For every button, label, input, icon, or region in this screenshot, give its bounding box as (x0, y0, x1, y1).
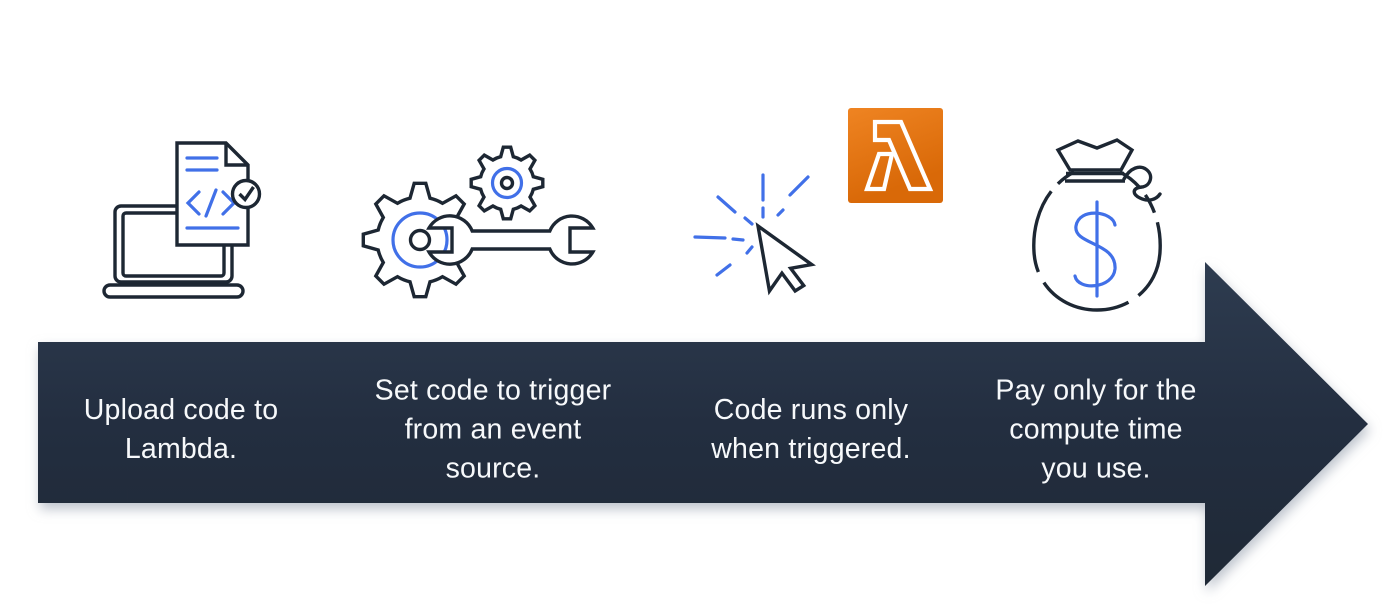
large-gear-icon (361, 181, 479, 299)
bag-ribbon (1122, 165, 1162, 202)
click-rays (693, 173, 810, 277)
cursor-click-icon (693, 173, 816, 296)
aws-lambda-logo (848, 108, 943, 203)
gears-wrench-icon (361, 145, 596, 299)
cursor-arrow-icon (755, 222, 816, 296)
step-caption-upload: Upload code to Lambda. (83, 394, 279, 465)
step-caption-runs-on-trigger: Code runs only when triggered. (711, 394, 911, 465)
dollar-sign (1073, 200, 1117, 298)
step-caption-pay-per-use: Pay only for the compute time you use. (995, 374, 1197, 485)
check-circle-icon (230, 178, 262, 210)
bag-body (1032, 170, 1162, 312)
step-caption-trigger-setup: Set code to trigger from an event source… (374, 374, 612, 485)
money-bag-icon (1032, 138, 1162, 312)
bag-top (1055, 138, 1135, 172)
laptop-code-upload-icon (102, 141, 262, 299)
small-gear-icon (469, 145, 545, 221)
lambda-symbol-icon (864, 119, 934, 192)
arrow-shape (38, 262, 1368, 586)
wrench-icon (426, 214, 596, 266)
document-icon (175, 141, 250, 247)
